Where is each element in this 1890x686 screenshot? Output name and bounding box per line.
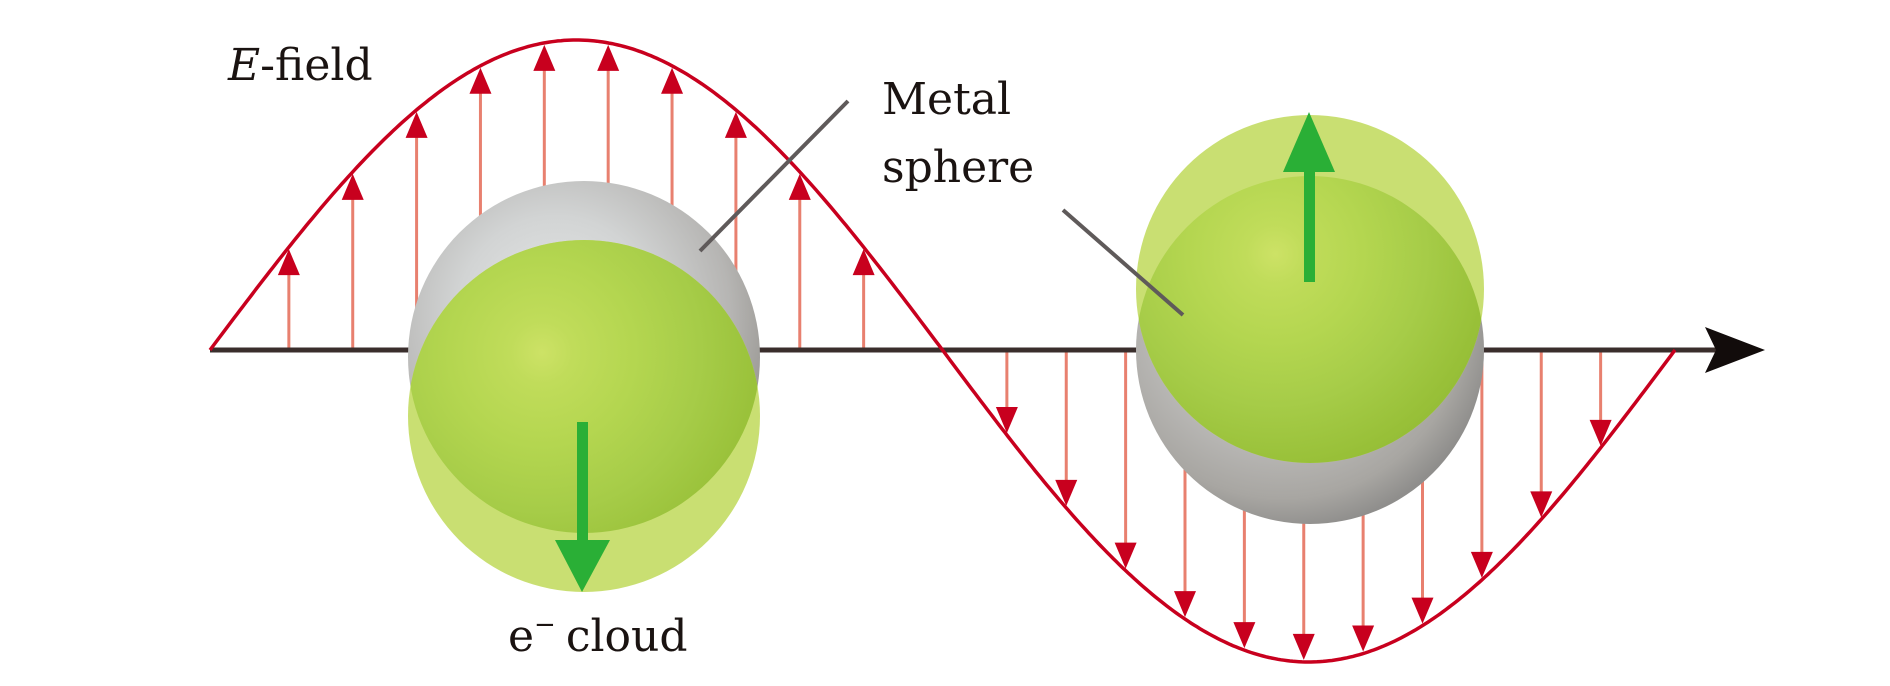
electron-cloud-label: e−cloud (508, 612, 688, 659)
metal-sphere-label-line1: Metal (882, 74, 1012, 125)
metal-sphere-pointer-left (698, 99, 850, 253)
field-arrow-up-icon (788, 173, 811, 350)
electron-cloud-word: cloud (565, 611, 688, 662)
electron-symbol: e (508, 611, 535, 662)
metal-sphere-label: Metal sphere (882, 66, 1034, 202)
field-arrow-down-icon (995, 350, 1018, 434)
right-electron-cloud-core (1136, 176, 1484, 463)
field-arrow-up-icon (277, 249, 300, 350)
field-arrow-down-icon (1530, 350, 1553, 518)
left-electron-cloud-core (408, 240, 760, 533)
left-displacement-arrow-icon (555, 422, 610, 592)
field-arrow-down-icon (1470, 350, 1493, 578)
axis-arrowhead-icon (1705, 327, 1765, 373)
field-arrow-down-icon (1114, 350, 1137, 569)
e-field-suffix: -field (260, 40, 373, 91)
e-field-symbol: E (228, 40, 261, 91)
right-displacement-arrow-icon (1283, 112, 1335, 282)
metal-sphere-pointer-right (1061, 208, 1185, 317)
left-sphere-group (408, 181, 760, 592)
electron-charge-superscript: − (534, 610, 556, 640)
field-arrow-down-icon (1055, 350, 1078, 506)
field-arrow-up-icon (341, 173, 364, 350)
right-sphere-group (1136, 112, 1484, 524)
metal-sphere-label-line2: sphere (882, 142, 1035, 193)
field-arrow-up-icon (852, 249, 875, 350)
e-field-wave (208, 38, 1677, 664)
field-arrow-down-icon (1589, 350, 1612, 446)
e-field-label: E-field (228, 44, 373, 88)
